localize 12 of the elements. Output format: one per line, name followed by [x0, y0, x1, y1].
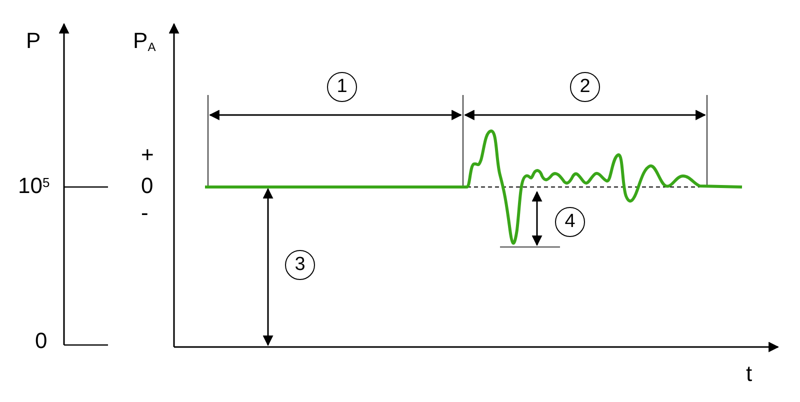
callout-number: 2 — [570, 72, 600, 102]
axis-label: t — [746, 363, 752, 385]
callout-number: 4 — [555, 207, 585, 237]
callout-number: 3 — [285, 250, 315, 280]
tick-label: - — [141, 202, 148, 224]
tick-label: 0 — [35, 330, 48, 352]
axis-label: P$_{A}$ — [133, 30, 156, 52]
callout-number: 1 — [327, 72, 357, 102]
tick-label: + — [141, 144, 154, 166]
tick-label: 10$^{5}$ — [18, 175, 50, 197]
tick-label: 0 — [141, 175, 154, 197]
axis-label: P — [26, 30, 41, 52]
